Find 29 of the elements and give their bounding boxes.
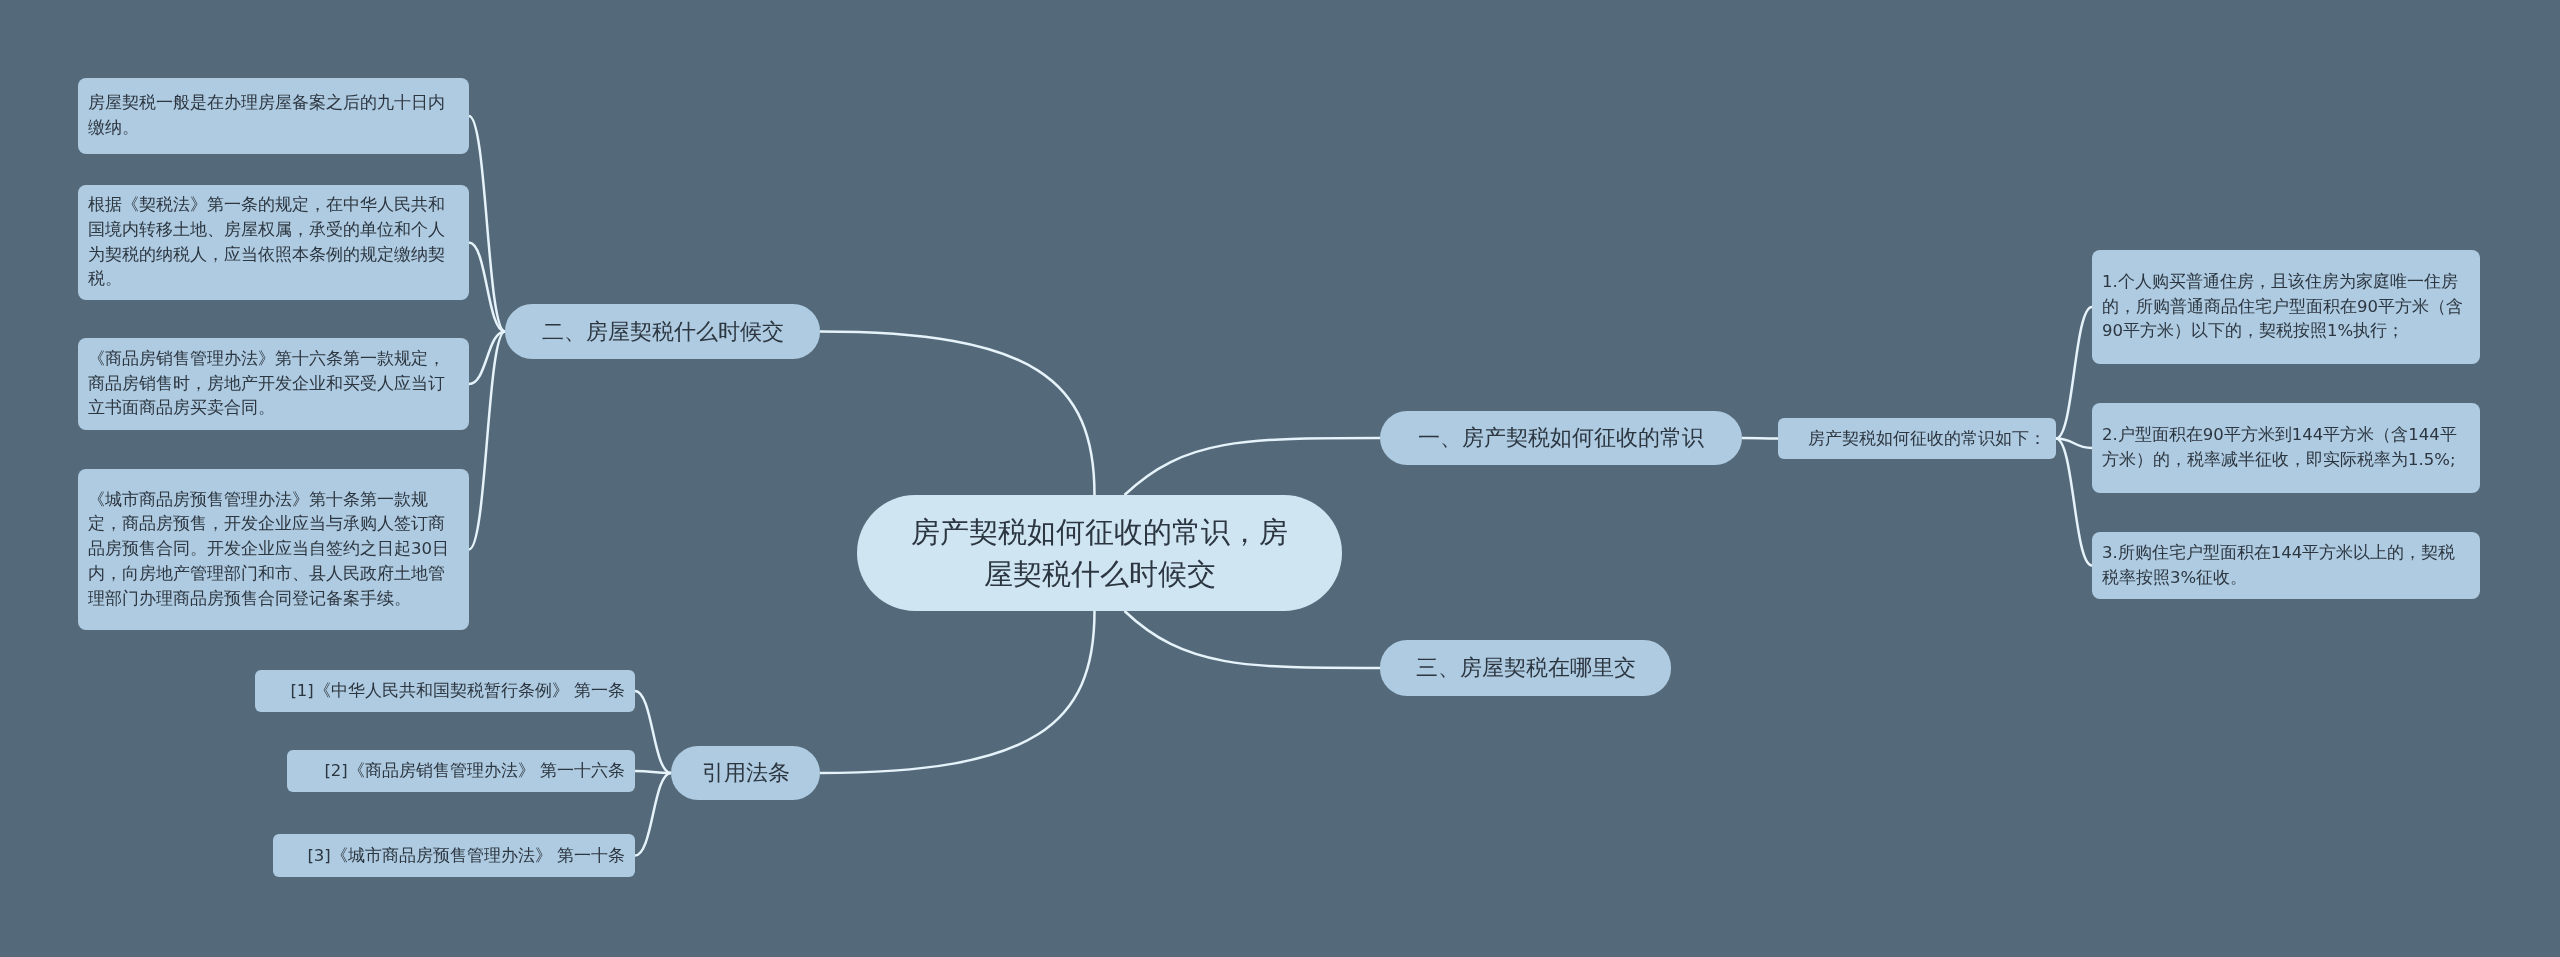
- connector-line: [468, 115, 506, 333]
- connector-line: [634, 689, 672, 775]
- connector-line: [1123, 610, 1380, 670]
- connector-line: [468, 330, 506, 551]
- reference-label: [1]《中华人民共和国契税暂行条例》 第一条: [255, 670, 635, 712]
- connector-line: [2055, 305, 2093, 440]
- connector-line: [819, 330, 1096, 496]
- note-card: 《城市商品房预售管理办法》第十条第一款规定，商品房预售，开发企业应当与承购人签订商品房预售合同。开发企业应当自签约之日起30日内，向房地产管理部门和市、县人民政府土地管理部门办理商品房预售合同登记备案手续。: [78, 469, 469, 630]
- central-topic: 房产契税如何征收的常识，房屋契税什么时候交: [857, 495, 1342, 611]
- topic-pill: 一、房产契税如何征收的常识: [1380, 411, 1742, 465]
- note-card: 3.所购住宅户型面积在144平方米以上的，契税税率按照3%征收。: [2092, 532, 2480, 599]
- note-card: 根据《契税法》第一条的规定，在中华人民共和国境内转移土地、房屋权属，承受的单位和个人为契税的纳税人，应当依照本条例的规定缴纳契税。: [78, 185, 469, 300]
- note-card: 房屋契税一般是在办理房屋备案之后的九十日内缴纳。: [78, 78, 469, 154]
- topic-pill: 引用法条: [671, 746, 820, 800]
- connector-line: [2055, 437, 2093, 567]
- subtopic-label: 房产契税如何征收的常识如下：: [1778, 418, 2056, 459]
- connector-line: [468, 241, 506, 333]
- note-card: 《商品房销售管理办法》第十六条第一款规定，商品房销售时，房地产开发企业和买受人应当订立书面商品房买卖合同。: [78, 338, 469, 430]
- connector-line: [634, 771, 672, 857]
- topic-pill: 二、房屋契税什么时候交: [505, 304, 820, 359]
- connector-line: [1742, 436, 1778, 440]
- connector-line: [819, 610, 1096, 775]
- note-card: 2.户型面积在90平方米到144平方米（含144平方米）的，税率减半征收，即实际税率为1.5%;: [2092, 403, 2480, 493]
- connector-line: [635, 769, 671, 775]
- reference-label: [2]《商品房销售管理办法》 第一十六条: [287, 750, 635, 792]
- reference-label: [3]《城市商品房预售管理办法》 第一十条: [273, 834, 635, 877]
- note-card: 1.个人购买普通住房，且该住房为家庭唯一住房的，所购普通商品住宅户型面积在90平方米（含90平方米）以下的，契税按照1%执行；: [2092, 250, 2480, 364]
- topic-pill: 三、房屋契税在哪里交: [1380, 640, 1671, 696]
- connector-line: [1123, 436, 1380, 496]
